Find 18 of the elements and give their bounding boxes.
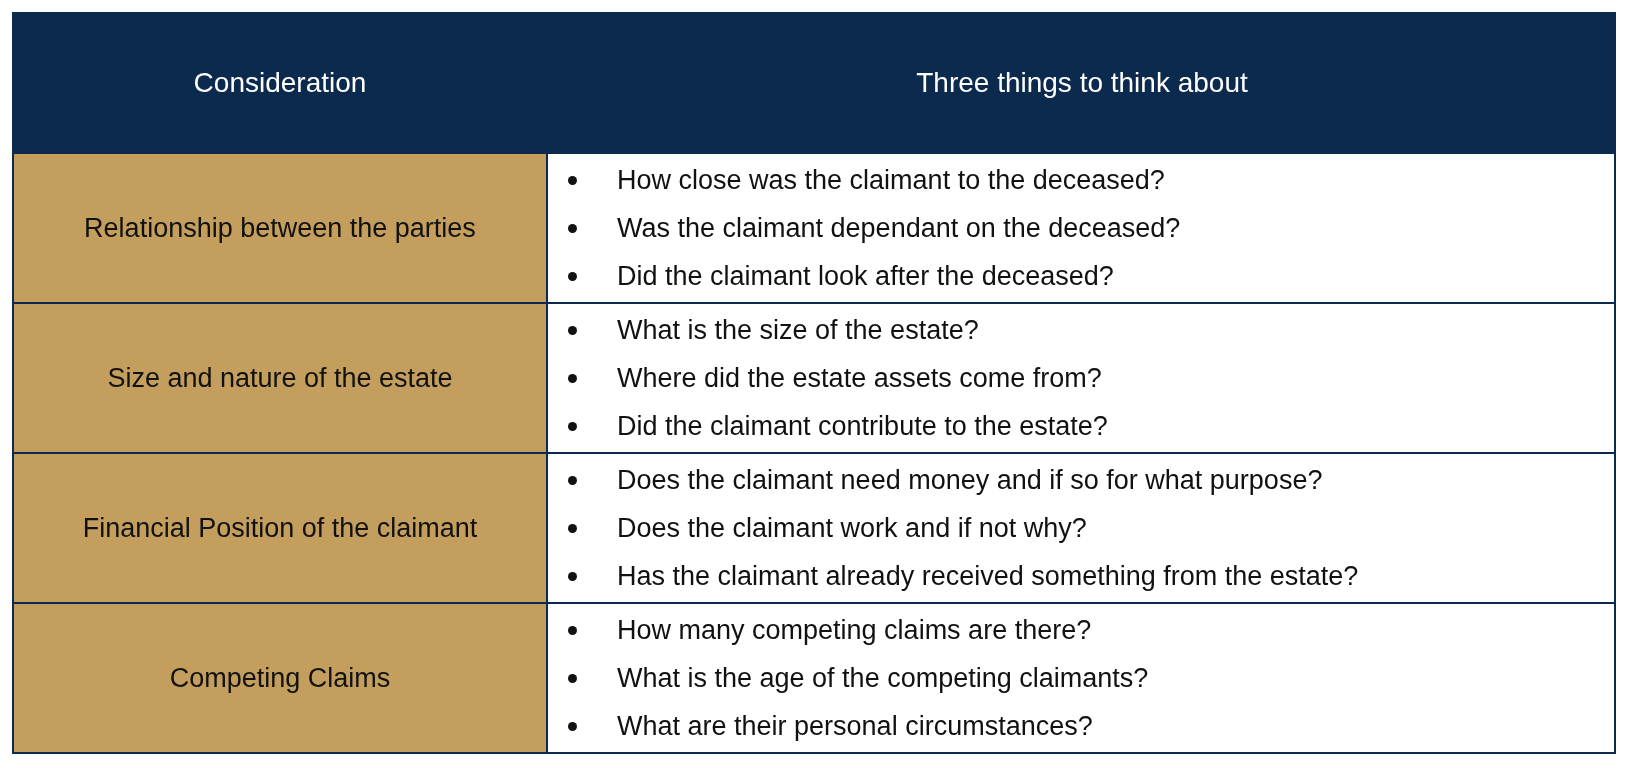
column-header: Consideration: [12, 12, 548, 154]
list-item-text: Where did the estate assets come from?: [617, 362, 1102, 394]
list-item-text: How close was the claimant to the deceased?: [617, 164, 1165, 196]
list-item-text: What is the size of the estate?: [617, 314, 979, 346]
list-item-text: Does the claimant need money and if so for what purpose?: [617, 464, 1323, 496]
list-item-text: Has the claimant already received something from the estate?: [617, 560, 1359, 592]
consideration-cell: Financial Position of the claimant: [12, 454, 548, 604]
list-item-text: Was the claimant dependant on the deceased?: [617, 212, 1181, 244]
column-header: Three things to think about: [548, 12, 1616, 154]
list-item-text: How many competing claims are there?: [617, 614, 1092, 646]
consideration-cell: Competing Claims: [12, 604, 548, 754]
consideration-cell: Size and nature of the estate: [12, 304, 548, 454]
list-item-text: Did the claimant contribute to the estate?: [617, 410, 1108, 442]
consideration-cell: Relationship between the parties: [12, 154, 548, 304]
list-item-text: What are their personal circumstances?: [617, 710, 1093, 742]
list-item-text: Did the claimant look after the deceased?: [617, 260, 1114, 292]
list-item-text: What is the age of the competing claimants?: [617, 662, 1149, 694]
list-item-text: Does the claimant work and if not why?: [617, 512, 1087, 544]
